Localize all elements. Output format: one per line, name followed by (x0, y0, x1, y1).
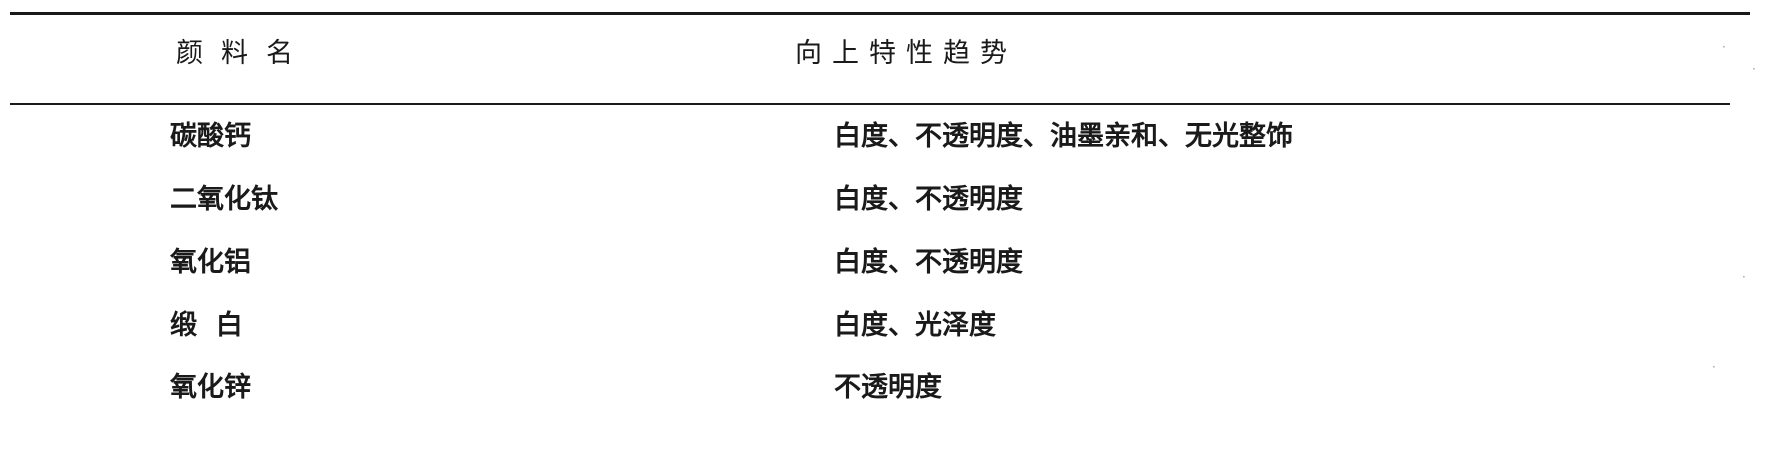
pigment-name-cell: 碳酸钙 (170, 121, 251, 152)
table-top-rule (10, 12, 1750, 15)
table-row: 氧化铝 白度、不透明度 (10, 243, 1750, 283)
scan-speck: · (1752, 62, 1756, 76)
header-upward-trend: 向上特性趋势 (795, 38, 1017, 69)
trend-cell: 白度、不透明度 (834, 247, 1023, 278)
trend-cell: 白度、不透明度 (834, 184, 1023, 215)
scan-speck: · (1722, 40, 1726, 54)
pigment-name-cell: 二氧化钛 (170, 184, 278, 215)
table-header-rule (10, 103, 1730, 105)
table-row: 缎 白 白度、光泽度 (10, 306, 1750, 346)
pigment-name-cell: 氧化铝 (170, 247, 251, 278)
trend-cell: 白度、不透明度、油墨亲和、无光整饰 (834, 121, 1293, 152)
scan-speck: · (1712, 360, 1716, 374)
trend-cell: 不透明度 (834, 372, 942, 403)
table-row: 碳酸钙 白度、不透明度、油墨亲和、无光整饰 (10, 117, 1750, 157)
pigment-name-cell: 缎 白 (170, 310, 243, 341)
pigment-table: 颜料名 向上特性趋势 碳酸钙 白度、不透明度、油墨亲和、无光整饰 二氧化钛 白度… (10, 0, 1750, 460)
pigment-name-cell: 氧化锌 (170, 372, 251, 403)
header-pigment-name: 颜料名 (176, 38, 311, 69)
table-row: 二氧化钛 白度、不透明度 (10, 180, 1750, 220)
trend-cell: 白度、光泽度 (834, 310, 996, 341)
table-row: 氧化锌 不透明度 (10, 368, 1750, 408)
scan-speck: · (1742, 270, 1746, 284)
